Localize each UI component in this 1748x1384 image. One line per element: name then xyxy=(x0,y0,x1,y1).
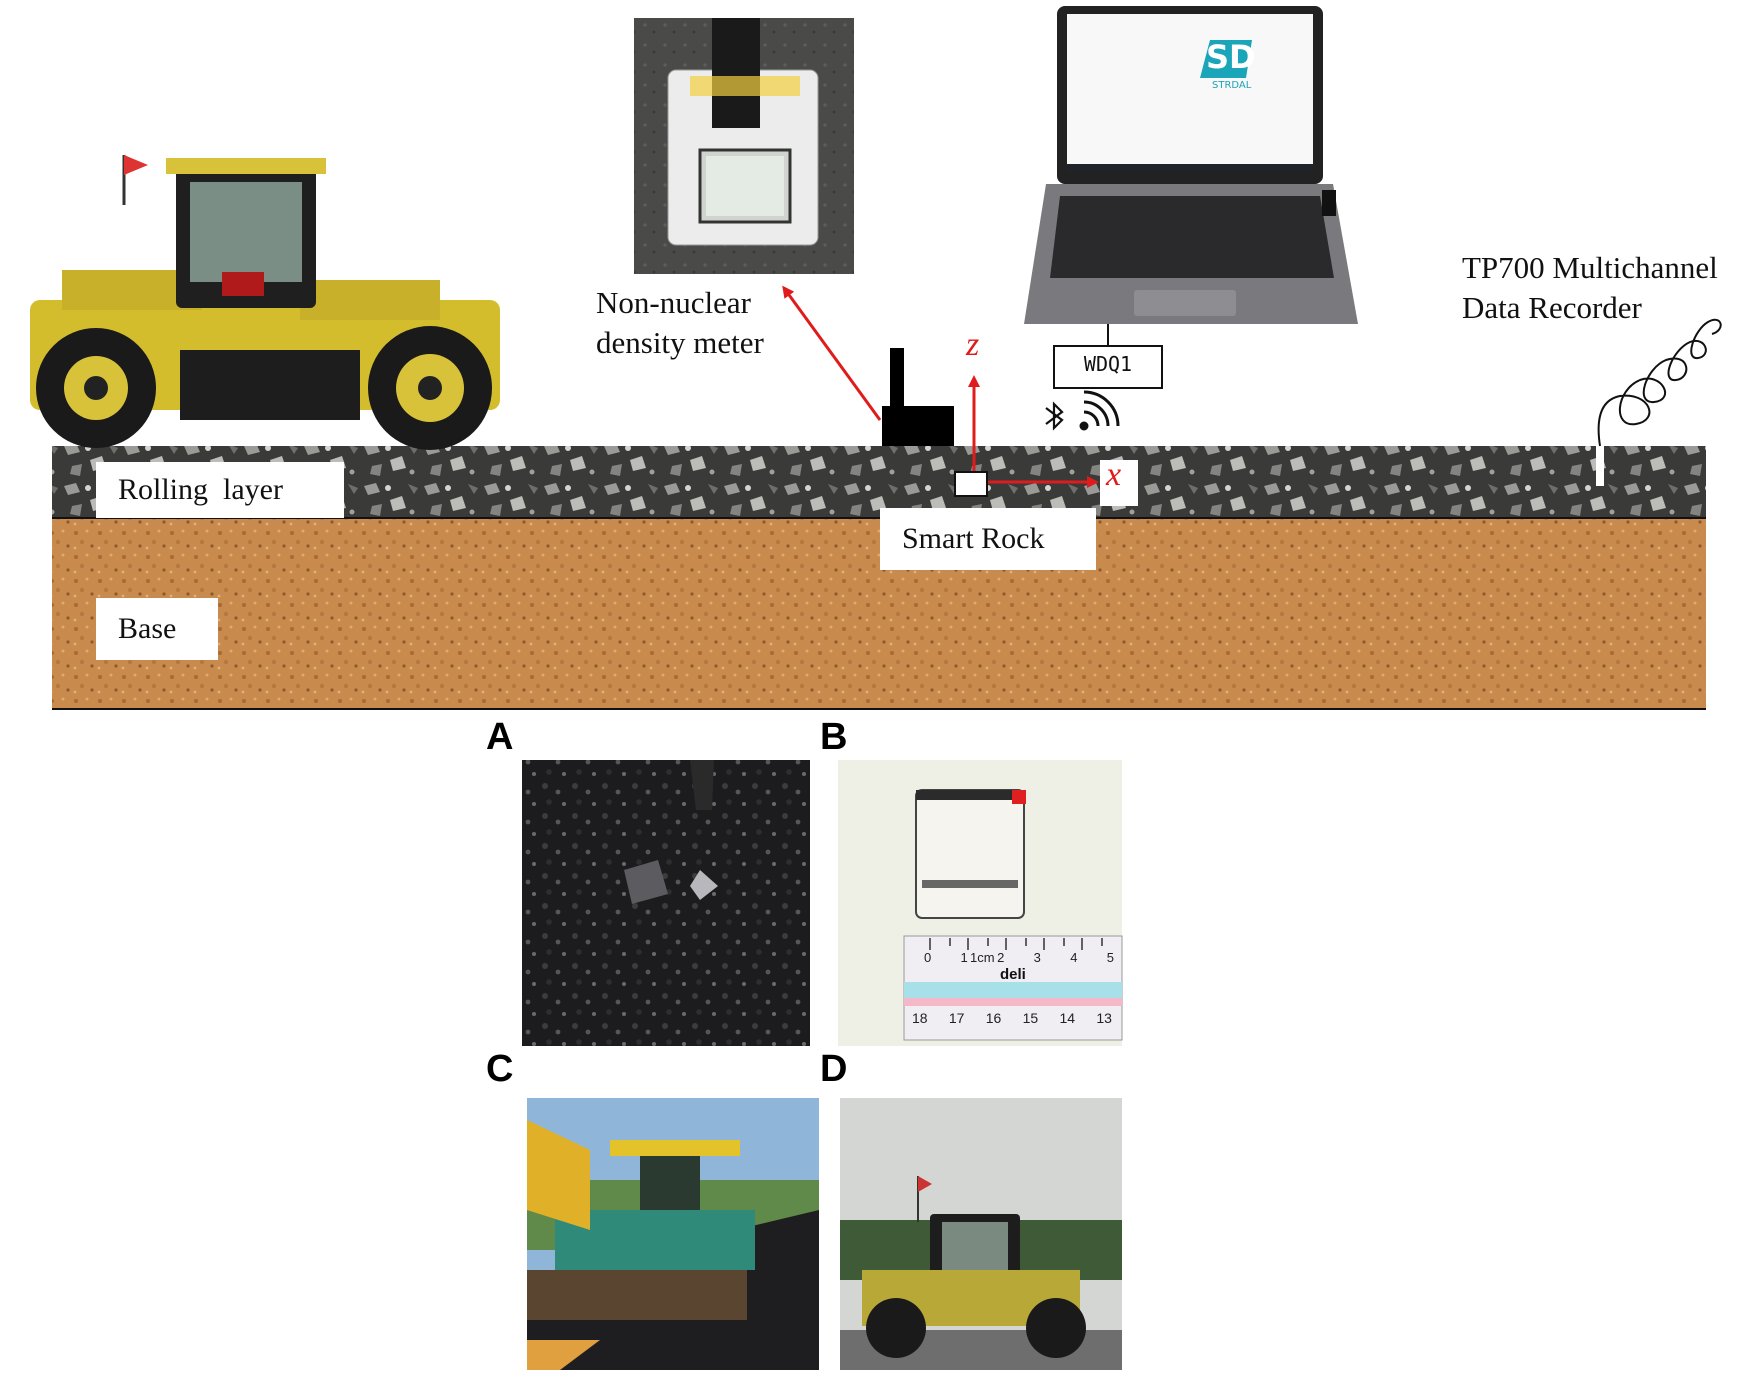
antenna-receiver xyxy=(882,348,954,446)
ground-cross-section xyxy=(52,446,1706,710)
bluetooth-icon xyxy=(1045,401,1064,431)
ruler-top-number: 5 xyxy=(1106,950,1114,965)
recorder-caption: TP700 Multichannel Data Recorder xyxy=(1462,248,1718,328)
panel-d-photo xyxy=(840,1098,1122,1370)
ruler-bottom-number: 16 xyxy=(985,1010,1002,1026)
road-roller-illustration xyxy=(30,155,500,450)
ruler-bottom-number: 17 xyxy=(948,1010,965,1026)
recorder-cable xyxy=(1596,318,1722,486)
ruler-top-numbers: 0 1 2 3 4 5 xyxy=(924,950,1114,965)
wireless-signal-icon xyxy=(1079,390,1120,431)
density-meter-arrow xyxy=(782,285,882,421)
ruler-tick-marks xyxy=(929,938,1103,950)
smart-rock-label-text: Smart Rock xyxy=(902,522,1045,555)
rolling-layer-label-text: Rolling layer xyxy=(118,473,283,506)
density-meter-caption-line1: Non-nuclear xyxy=(596,285,751,320)
ruler-bottom-number: 15 xyxy=(1022,1010,1039,1026)
x-axis-label: x xyxy=(1106,456,1122,493)
ruler-top-number: 2 xyxy=(997,950,1005,965)
recorder-caption-line2: Data Recorder xyxy=(1462,290,1642,325)
rolling-layer-label: Rolling layer xyxy=(96,462,344,518)
ruler-top-number: 3 xyxy=(1033,950,1041,965)
ruler-bottom-number: 18 xyxy=(912,1010,928,1026)
panel-label-b: B xyxy=(820,716,848,758)
ruler-bottom-number: 14 xyxy=(1059,1010,1076,1026)
density-meter-caption-line2: density meter xyxy=(596,325,764,360)
smart-rock-label: Smart Rock xyxy=(880,508,1096,570)
coordinate-axes xyxy=(968,375,1138,506)
panel-label-d: D xyxy=(820,1048,848,1090)
recorder-caption-line1: TP700 Multichannel xyxy=(1462,250,1718,285)
base-layer xyxy=(52,518,1706,708)
panel-b-photo xyxy=(838,760,1123,1046)
ruler-bottom-numbers: 18 17 16 15 14 13 xyxy=(912,1010,1112,1026)
panel-a-photo xyxy=(522,760,810,1046)
laptop-logo-text: SD xyxy=(1206,38,1256,76)
density-meter-caption: Non-nuclear density meter xyxy=(596,283,764,363)
laptop-logo xyxy=(1200,40,1252,78)
ruler-bottom-number: 13 xyxy=(1096,1010,1112,1026)
ruler-top-number: 1 xyxy=(960,950,968,965)
laptop-illustration xyxy=(1024,6,1358,324)
density-meter-photo xyxy=(634,18,854,274)
ruler-brand: deli xyxy=(1000,966,1026,983)
smart-rock-marker xyxy=(954,471,988,497)
panel-c-photo xyxy=(527,1098,819,1370)
panel-label-a: A xyxy=(486,716,514,758)
base-label-text: Base xyxy=(118,612,177,645)
gateway-label: WDQ1 xyxy=(1083,352,1133,376)
ruler-unit: 1cm xyxy=(970,950,995,965)
base-label: Base xyxy=(96,598,218,660)
ruler-top-number: 4 xyxy=(1070,950,1078,965)
z-axis-label: z xyxy=(966,326,980,363)
gateway-box xyxy=(1053,345,1163,389)
panel-label-c: C xyxy=(486,1048,514,1090)
ruler-top-number: 0 xyxy=(924,950,932,965)
laptop-logo-subtext: STRDAL xyxy=(1212,80,1252,91)
